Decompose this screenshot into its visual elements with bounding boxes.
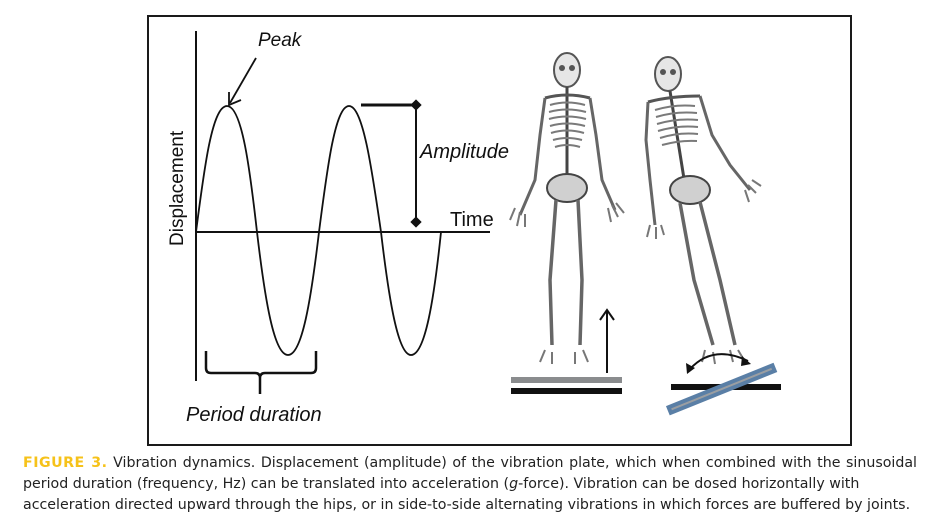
- peak-arrow: [228, 57, 257, 107]
- tilted-vibration-plate: [665, 362, 778, 416]
- displacement-label: Displacement: [167, 130, 188, 246]
- side-to-side-arrow: [686, 353, 751, 374]
- peak-label: Peak: [258, 30, 302, 51]
- period-brace: [204, 351, 318, 394]
- period-duration-label: Period duration: [186, 404, 322, 426]
- figure-caption: FIGURE 3. Vibration dynamics. Displaceme…: [23, 453, 917, 516]
- sine-wave: [195, 105, 442, 356]
- caption-line-1: FIGURE 3. Vibration dynamics. Displaceme…: [23, 453, 917, 474]
- caption-text-3: acceleration directed upward through the…: [23, 497, 911, 513]
- time-label: Time: [450, 209, 494, 231]
- skeleton-right: [644, 56, 762, 365]
- amplitude-label: Amplitude: [420, 141, 509, 163]
- caption-g-italic: g: [509, 476, 519, 492]
- caption-line-3: acceleration directed upward through the…: [23, 495, 917, 516]
- caption-text-1: Vibration dynamics. Displacement (amplit…: [113, 455, 918, 471]
- vibration-plate-gray: [511, 377, 622, 383]
- skeleton-left: [509, 52, 625, 364]
- figure-number: FIGURE 3.: [23, 455, 108, 471]
- upward-arrow: [599, 308, 615, 373]
- caption-text-2a: period duration (frequency, Hz) can be t…: [23, 476, 510, 492]
- caption-text-2b: -force). Vibration can be dosed horizont…: [518, 476, 860, 492]
- figure-frame: [147, 15, 852, 446]
- caption-line-2: period duration (frequency, Hz) can be t…: [23, 474, 917, 495]
- base-plate-left: [511, 388, 622, 394]
